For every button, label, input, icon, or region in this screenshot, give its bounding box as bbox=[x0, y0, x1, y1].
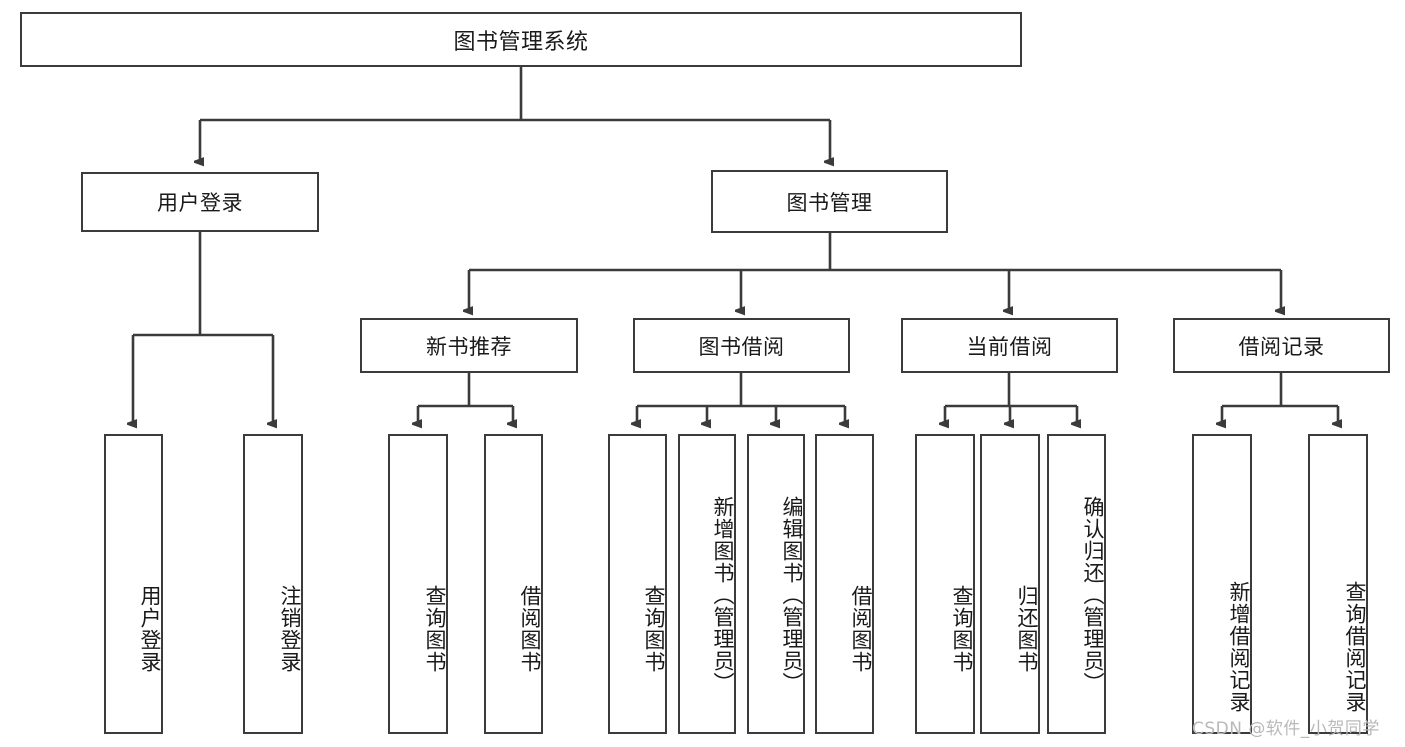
node-user-login-do[interactable]: 用户登录 bbox=[104, 434, 163, 734]
node-rec-query-book-label: 查询图书 bbox=[423, 585, 447, 673]
node-current-borrow[interactable]: 当前借阅 bbox=[901, 318, 1118, 373]
csdn-watermark: CSDN @软件_小贺同学 bbox=[1192, 719, 1380, 739]
node-current-borrow-label: 当前借阅 bbox=[966, 334, 1053, 359]
node-rec-add-record[interactable]: 新增借阅记录 bbox=[1192, 434, 1252, 734]
node-rec-add-record-label: 新增借阅记录 bbox=[1227, 580, 1251, 713]
node-book-manage[interactable]: 图书管理 bbox=[711, 170, 948, 233]
node-cur-confirm-return[interactable]: 确认归还（管理员） bbox=[1047, 434, 1106, 734]
node-cur-confirm-return-label: 确认归还（管理员） bbox=[1081, 496, 1105, 694]
node-new-book-rec-label: 新书推荐 bbox=[426, 334, 512, 359]
node-borrow-query-book[interactable]: 查询图书 bbox=[608, 434, 667, 734]
node-rec-query-book[interactable]: 查询图书 bbox=[388, 434, 448, 734]
node-borrow-record[interactable]: 借阅记录 bbox=[1173, 318, 1390, 373]
node-cur-return-book[interactable]: 归还图书 bbox=[980, 434, 1040, 734]
node-root[interactable]: 图书管理系统 bbox=[20, 12, 1022, 67]
node-cur-query-book-label: 查询图书 bbox=[950, 585, 974, 673]
node-rec-query-record-label: 查询借阅记录 bbox=[1343, 580, 1367, 713]
node-borrow-query-book-label: 查询图书 bbox=[642, 585, 666, 673]
node-borrow-record-label: 借阅记录 bbox=[1238, 334, 1325, 359]
node-rec-borrow-book[interactable]: 借阅图书 bbox=[484, 434, 543, 734]
node-user-login-do-label: 用户登录 bbox=[138, 585, 162, 673]
node-rec-borrow-book-label: 借阅图书 bbox=[518, 585, 542, 673]
node-user-logout-label: 注销登录 bbox=[278, 585, 302, 673]
node-user-login-label: 用户登录 bbox=[157, 191, 243, 215]
node-book-borrow-label: 图书借阅 bbox=[698, 334, 785, 359]
node-root-label: 图书管理系统 bbox=[453, 29, 589, 55]
node-cur-return-book-label: 归还图书 bbox=[1015, 585, 1039, 673]
node-borrow-edit-book-label: 编辑图书（管理员） bbox=[780, 496, 804, 694]
node-rec-query-record[interactable]: 查询借阅记录 bbox=[1308, 434, 1368, 734]
node-cur-query-book[interactable]: 查询图书 bbox=[915, 434, 975, 734]
node-borrow-edit-book[interactable]: 编辑图书（管理员） bbox=[747, 434, 805, 734]
node-borrow-borrow-book[interactable]: 借阅图书 bbox=[815, 434, 874, 734]
node-new-book-rec[interactable]: 新书推荐 bbox=[360, 318, 578, 373]
node-book-manage-label: 图书管理 bbox=[786, 190, 873, 215]
node-user-logout[interactable]: 注销登录 bbox=[243, 434, 303, 734]
node-user-login[interactable]: 用户登录 bbox=[81, 172, 319, 232]
node-borrow-borrow-book-label: 借阅图书 bbox=[849, 585, 873, 673]
node-borrow-add-book-label: 新增图书（管理员） bbox=[711, 496, 735, 694]
node-borrow-add-book[interactable]: 新增图书（管理员） bbox=[678, 434, 736, 734]
node-book-borrow[interactable]: 图书借阅 bbox=[633, 318, 850, 373]
